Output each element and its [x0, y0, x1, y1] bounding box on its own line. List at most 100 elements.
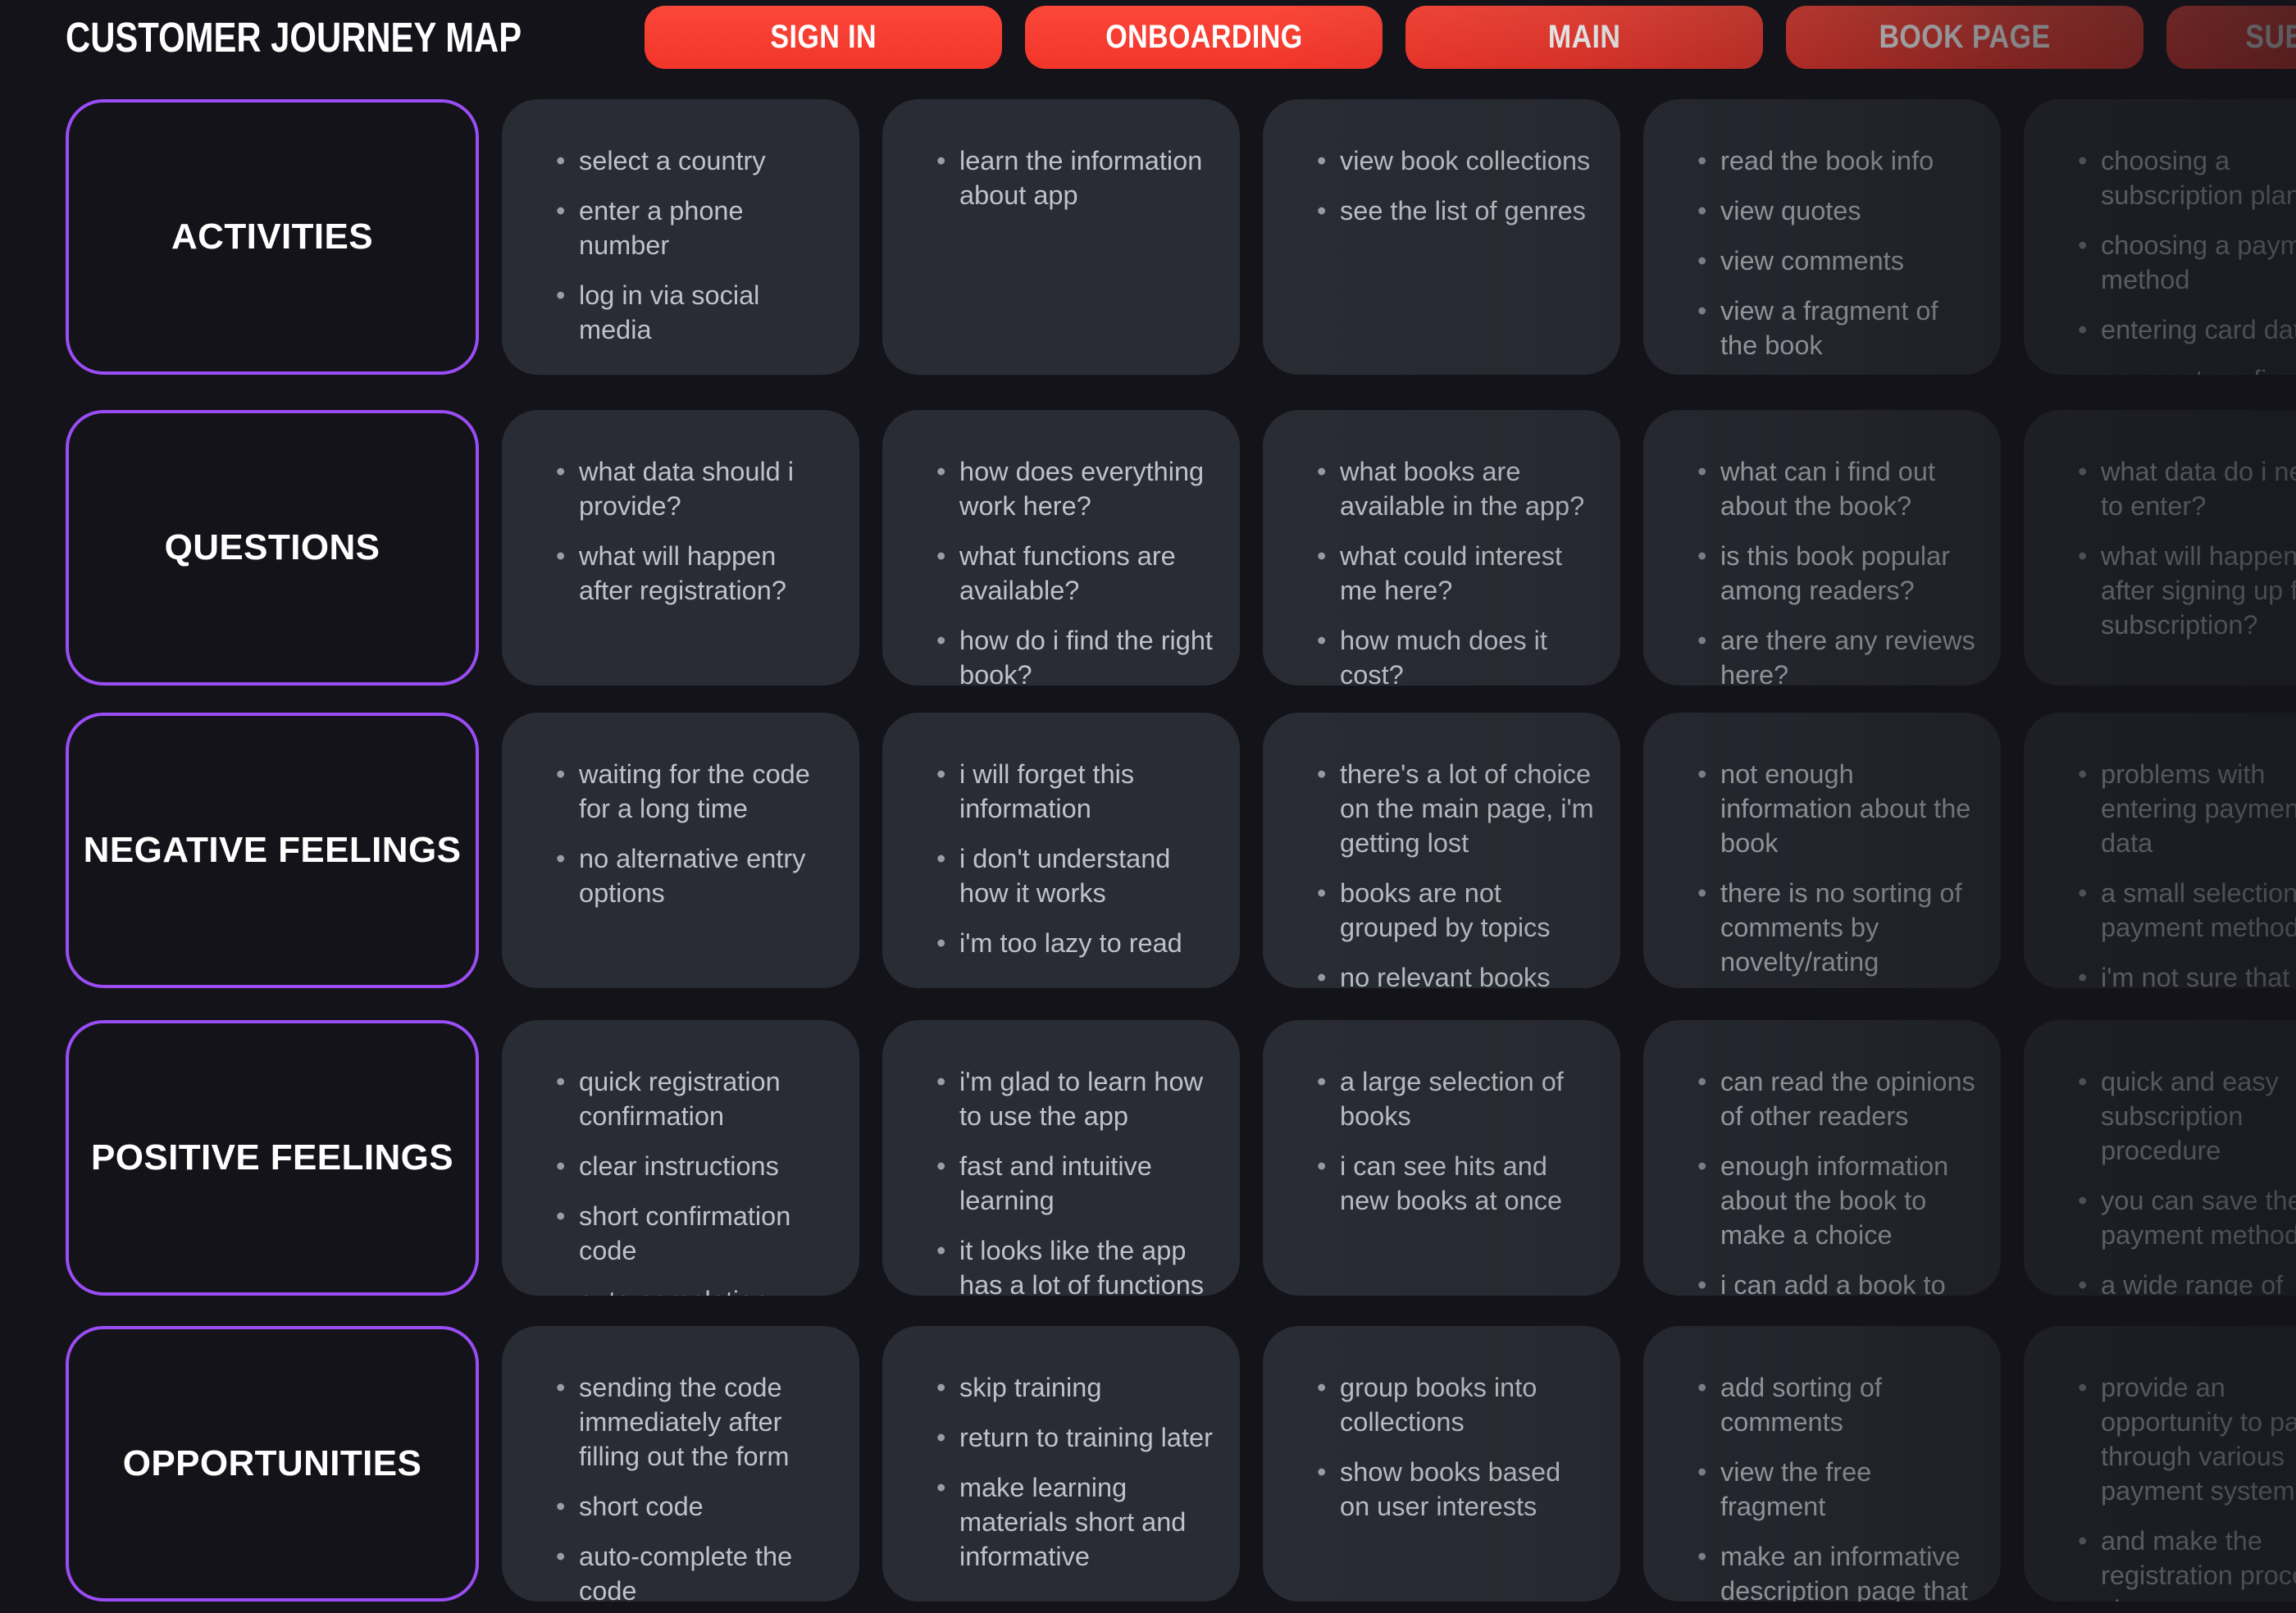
cell-item: what data should i provide? — [556, 454, 836, 523]
cell-item: how does everything work here? — [936, 454, 1217, 523]
cell-item-list: what data do i need to enter?what will h… — [2078, 454, 2296, 642]
cell-item: how much does it cost? — [1317, 623, 1597, 686]
cell-item: is this book popular among readers? — [1697, 539, 1978, 608]
cell-item: enough information about the book to mak… — [1697, 1149, 1978, 1252]
cell-item-list: there's a lot of choice on the main page… — [1317, 757, 1597, 988]
cell-negative-feelings-subscribing: problems with entering payment data a sma… — [2024, 713, 2296, 988]
row-label-text: OPPORTUNITIES — [122, 1443, 422, 1483]
row-label-questions: QUESTIONS — [66, 410, 479, 686]
row-label-text: NEGATIVE FEELINGS — [83, 830, 462, 870]
cell-item-list: read the book infoview quotesview commen… — [1697, 144, 1978, 375]
cell-positive-feelings-onboarding: i'm glad to learn how to use the app fast… — [882, 1020, 1240, 1296]
cell-item: provide an opportunity to pay through va… — [2078, 1370, 2296, 1508]
cell-negative-feelings-main: there's a lot of choice on the main page… — [1263, 713, 1620, 988]
cell-questions-main: what books are available in the app?what… — [1263, 410, 1620, 686]
cell-activities-book-page: read the book infoview quotesview commen… — [1643, 99, 2001, 375]
cell-item: see the list of genres — [1317, 194, 1597, 228]
cell-item: a wide range of payment methods — [2078, 1268, 2296, 1296]
cell-item: problems with entering payment data — [2078, 757, 2296, 860]
cell-activities-main: view book collections see the list of gen… — [1263, 99, 1620, 375]
cell-item: what functions are available? — [936, 539, 1217, 608]
cell-item: learn the information about app — [936, 144, 1217, 212]
cell-item-list: quick and easy subscription procedure you… — [2078, 1064, 2296, 1296]
cell-item-list: what books are available in the app?what… — [1317, 454, 1597, 686]
cell-item-list: problems with entering payment data a sma… — [2078, 757, 2296, 988]
cell-questions-subscribing: what data do i need to enter?what will h… — [2024, 410, 2296, 686]
cell-item: what will happen after registration? — [556, 539, 836, 608]
row-label-activities: ACTIVITIES — [66, 99, 479, 375]
cell-item-list: learn the information about app — [936, 144, 1217, 212]
cell-item: log in via social media — [556, 278, 836, 347]
cell-item: fast and intuitive learning — [936, 1149, 1217, 1218]
cell-item: view comments — [1697, 244, 1978, 278]
cell-item-list: quick registration confirmationclear ins… — [556, 1064, 836, 1296]
cell-item: i'm glad to learn how to use the app — [936, 1064, 1217, 1133]
cell-opportunities-main: group books into collectionsshow books b… — [1263, 1326, 1620, 1602]
title-box: CUSTOMER JOURNEY MAP — [66, 6, 622, 69]
cell-item-list: waiting for the code for a long timeno a… — [556, 757, 836, 910]
stage-tab-subscribing[interactable]: SUBSCRIBING — [2166, 6, 2296, 69]
cell-item-list: a large selection of books i can see hits… — [1317, 1064, 1597, 1218]
cell-item-list: can read the opinions of other readers en… — [1697, 1064, 1978, 1296]
cell-item-list: add sorting of comments view the free fra… — [1697, 1370, 1978, 1602]
cell-item: choosing a payment method — [2078, 228, 2296, 297]
cell-item-list: skip trainingreturn to training latermak… — [936, 1370, 1217, 1574]
cell-item: entering card data — [2078, 312, 2296, 347]
cell-item: i can see hits and new books at once — [1317, 1149, 1597, 1218]
cell-item: return to training later — [936, 1420, 1217, 1455]
cell-questions-onboarding: how does everything work here? what funct… — [882, 410, 1240, 686]
page-title: CUSTOMER JOURNEY MAP — [66, 14, 522, 61]
cell-negative-feelings-book-page: not enough information about the book the… — [1643, 713, 2001, 988]
journey-map: CUSTOMER JOURNEY MAP SIGN IN ONBOARDING MA… — [0, 6, 2296, 1602]
cell-activities-onboarding: learn the information about app — [882, 99, 1240, 375]
cell-item: there is no sorting of comments by novel… — [1697, 876, 1978, 979]
cell-item: view book collections — [1317, 144, 1597, 178]
cell-item: quick and easy subscription procedure — [2078, 1064, 2296, 1168]
cell-positive-feelings-sign-in: quick registration confirmationclear ins… — [502, 1020, 859, 1296]
cell-questions-sign-in: what data should i provide? what will hap… — [502, 410, 859, 686]
cell-item: what could interest me here? — [1317, 539, 1597, 608]
cell-item-list: how does everything work here? what funct… — [936, 454, 1217, 686]
cell-item: a small selection of payment methods — [2078, 876, 2296, 945]
cell-item-list: i'm glad to learn how to use the app fast… — [936, 1064, 1217, 1296]
cell-item-list: view book collections see the list of gen… — [1317, 144, 1597, 228]
cell-item: view quotes — [1697, 194, 1978, 228]
cell-positive-feelings-main: a large selection of books i can see hits… — [1263, 1020, 1620, 1296]
row-label-text: POSITIVE FEELINGS — [91, 1137, 453, 1178]
row-label-opportunities: OPPORTUNITIES — [66, 1326, 479, 1602]
cell-item: auto-complete the code — [556, 1539, 836, 1602]
cell-item: i will forget this information — [936, 757, 1217, 826]
cell-item-list: what can i find out about the book?is th… — [1697, 454, 1978, 686]
cell-item: quick registration confirmation — [556, 1064, 836, 1133]
stage-tab-book-page[interactable]: BOOK PAGE — [1786, 6, 2144, 69]
cell-negative-feelings-sign-in: waiting for the code for a long timeno a… — [502, 713, 859, 988]
stage-tab-onboarding[interactable]: ONBOARDING — [1025, 6, 1383, 69]
stage-tab-label: MAIN — [1547, 19, 1621, 55]
cell-opportunities-onboarding: skip trainingreturn to training latermak… — [882, 1326, 1240, 1602]
stage-tab-sign-in[interactable]: SIGN IN — [645, 6, 1003, 69]
cell-item-list: sending the code immediately after filli… — [556, 1370, 836, 1602]
row-label-negative-feelings: NEGATIVE FEELINGS — [66, 713, 479, 988]
cell-item: auto-completion — [556, 1283, 836, 1296]
cell-item: view the free fragment — [1697, 1455, 1978, 1524]
cell-item: what will happen after signing up for a … — [2078, 539, 2296, 642]
cell-positive-feelings-subscribing: quick and easy subscription procedure you… — [2024, 1020, 2296, 1296]
cell-opportunities-sign-in: sending the code immediately after filli… — [502, 1326, 859, 1602]
cell-negative-feelings-onboarding: i will forget this information i don't un… — [882, 713, 1240, 988]
cell-opportunities-subscribing: provide an opportunity to pay through va… — [2024, 1326, 2296, 1602]
journey-row-questions: QUESTIONSwhat data should i provide?what… — [0, 410, 2296, 686]
cell-item: make an informative description page tha… — [1697, 1539, 1978, 1602]
cell-item: and make the registration process clear … — [2078, 1524, 2296, 1602]
cell-item: are there any reviews here? — [1697, 623, 1978, 686]
stage-tab-main[interactable]: MAIN — [1405, 6, 1764, 69]
cell-item: i don't understand how it works — [936, 841, 1217, 910]
journey-row-positive-feelings: POSITIVE FEELINGS quick registration conf… — [0, 1020, 2296, 1296]
stage-tab-label: SUBSCRIBING — [2245, 19, 2296, 55]
cell-item: you can save the payment method — [2078, 1183, 2296, 1252]
journey-row-activities: ACTIVITIESselect a countryenter a phone … — [0, 99, 2296, 375]
cell-item: add sorting of comments — [1697, 1370, 1978, 1439]
cell-item: a large selection of books — [1317, 1064, 1597, 1133]
cell-item: can read the opinions of other readers — [1697, 1064, 1978, 1133]
cell-item: not enough information about the book — [1697, 757, 1978, 860]
cell-item: sending the code immediately after filli… — [556, 1370, 836, 1474]
